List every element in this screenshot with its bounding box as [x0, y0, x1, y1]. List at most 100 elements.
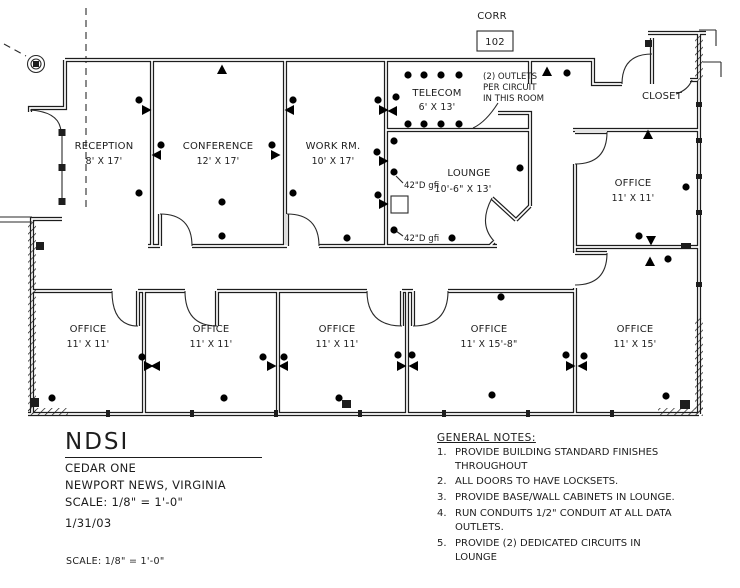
- annotation-leaders: [395, 79, 693, 237]
- jamb-mark: [680, 400, 690, 409]
- column-marker-icon: [33, 61, 39, 67]
- room-dims-office-1: 11' X 11': [67, 339, 110, 350]
- corridor-label: CORR: [477, 11, 507, 22]
- room-label-office-5: OFFICE: [617, 324, 654, 335]
- duplex-outlet-icon: [455, 67, 463, 83]
- room-dims-telecom: 6' X 13': [419, 102, 456, 113]
- data-jack-icon: [408, 361, 418, 371]
- corridor-number: 102: [485, 37, 505, 48]
- jamb-mark: [30, 398, 39, 407]
- column-marker-icon: [30, 58, 42, 70]
- gfi-outlet-icon: [386, 168, 402, 176]
- hatched-wall: [658, 408, 703, 416]
- jamb-mark: [645, 40, 652, 47]
- room-label-workroom: WORK RM.: [306, 141, 361, 152]
- outlets-note-line2: PER CIRCUIT: [483, 83, 537, 93]
- project-location: NEWPORT NEWS, VIRGINIA: [65, 478, 226, 492]
- storefront-mullion: [58, 198, 66, 205]
- general-notes-heading: GENERAL NOTES:: [437, 432, 536, 444]
- duplex-outlet-icon: [662, 388, 670, 404]
- room-label-reception: RECEPTION: [75, 141, 134, 152]
- room-label-office-4: OFFICE: [471, 324, 508, 335]
- room-label-conference: CONFERENCE: [183, 141, 253, 152]
- room-label-lounge: LOUNGE: [447, 168, 490, 179]
- gfi-label-lower: 42"D gfi: [404, 234, 439, 244]
- column-grid-dashed-line: [3, 8, 87, 212]
- column-marker-icon: [26, 54, 46, 74]
- duplex-outlet-icon: [285, 96, 301, 104]
- note-number: 3.: [437, 492, 447, 504]
- duplex-outlet-icon: [131, 189, 147, 197]
- gfi-label-upper: 42"D gfi: [404, 181, 439, 191]
- room-label-closet: CLOSET: [642, 91, 683, 102]
- hatched-wall: [28, 221, 36, 414]
- data-jack-icon: [387, 106, 397, 116]
- duplex-outlet-icon: [48, 390, 56, 406]
- drawing-scale: SCALE: 1/8" = 1'-0": [65, 495, 184, 509]
- window-mullion-ticks: [106, 410, 614, 417]
- storefront-mullion: [58, 164, 66, 171]
- data-jack-icon: [645, 256, 655, 266]
- floor-plan-canvas: CORR 102 RECEPTION 8' X 17' CONFERENCE 1…: [0, 8, 722, 417]
- room-label-office-ne: OFFICE: [615, 178, 652, 189]
- data-jack-icon: [217, 64, 227, 74]
- duplex-outlet-icon: [420, 67, 428, 83]
- jamb-mark: [681, 243, 691, 249]
- duplex-outlet-icon: [635, 228, 643, 244]
- note-number: 4.: [437, 507, 447, 519]
- note-text: PROVIDE BASE/WALL CABINETS IN LOUNGE.: [455, 492, 675, 504]
- room-dims-office-3: 11' X 11': [316, 339, 359, 350]
- drawing-date: 1/31/03: [65, 516, 112, 530]
- room-dims-office-2: 11' X 11': [190, 339, 233, 350]
- note-text: PROVIDE (2) DEDICATED CIRCUITS IN LOUNGE: [455, 537, 641, 563]
- duplex-outlet-icon: [512, 164, 528, 172]
- walls: [27, 30, 706, 417]
- room-label-office-2: OFFICE: [193, 324, 230, 335]
- hatched-wall: [695, 318, 703, 414]
- dedicated-outlet-icon: [264, 141, 280, 149]
- dedicated-outlet-icon: [576, 352, 592, 360]
- room-label-office-1: OFFICE: [70, 324, 107, 335]
- room-dims-office-5: 11' X 15': [614, 339, 657, 350]
- outlets-note-line1: (2) OUTLETS: [483, 72, 537, 82]
- data-jack-icon: [267, 361, 277, 371]
- storefront-mullion: [58, 129, 66, 136]
- outlets-note-line3: IN THIS ROOM: [483, 94, 544, 104]
- room-dims-lounge: 10'-6" X 13': [435, 184, 492, 195]
- room-dims-workroom: 10' X 17': [312, 156, 355, 167]
- dedicated-outlet-icon: [153, 141, 169, 149]
- jamb-mark: [36, 242, 44, 250]
- lounge-sink-icon: [390, 195, 409, 214]
- dedicated-outlet-icon: [134, 353, 150, 361]
- room-number-box: [476, 30, 514, 52]
- duplex-outlet-icon: [285, 189, 301, 197]
- duplex-outlet-icon: [563, 65, 571, 81]
- note-number: 1.: [437, 446, 447, 458]
- dedicated-outlet-icon: [255, 353, 271, 361]
- general-note-1: 1. PROVIDE BUILDING STANDARD FINISHES TH…: [437, 446, 733, 474]
- data-jack-icon: [577, 361, 587, 371]
- duplex-outlet-icon: [131, 96, 147, 104]
- dedicated-outlet-icon: [558, 351, 574, 359]
- room-dims-conference: 12' X 17': [197, 156, 240, 167]
- duplex-outlet-icon: [369, 148, 385, 156]
- footer-scale: SCALE: 1/8" = 1'-0": [66, 556, 165, 567]
- note-text: ALL DOORS TO HAVE LOCKSETS.: [455, 476, 619, 488]
- general-note-3: 3. PROVIDE BASE/WALL CABINETS IN LOUNGE.: [437, 491, 733, 505]
- data-jack-icon: [150, 361, 160, 371]
- door-swing-arcs: [29, 53, 653, 327]
- duplex-outlet-icon: [343, 230, 351, 246]
- dedicated-outlet-icon: [664, 251, 672, 267]
- note-text: RUN CONDUITS 1/2" CONDUIT AT ALL DATA OU…: [455, 507, 672, 533]
- general-note-2: 2. ALL DOORS TO HAVE LOCKSETS.: [437, 475, 733, 489]
- duplex-outlet-icon: [218, 194, 226, 210]
- room-dims-office-ne: 11' X 11': [612, 193, 655, 204]
- room-dims-office-4: 11' X 15'-8": [461, 339, 518, 350]
- duplex-outlet-icon: [488, 387, 496, 403]
- duplex-outlet-icon: [220, 390, 228, 406]
- dedicated-outlet-icon: [678, 183, 694, 191]
- room-label-office-3: OFFICE: [319, 324, 356, 335]
- duplex-outlet-icon: [218, 228, 226, 244]
- hatched-wall: [695, 36, 703, 82]
